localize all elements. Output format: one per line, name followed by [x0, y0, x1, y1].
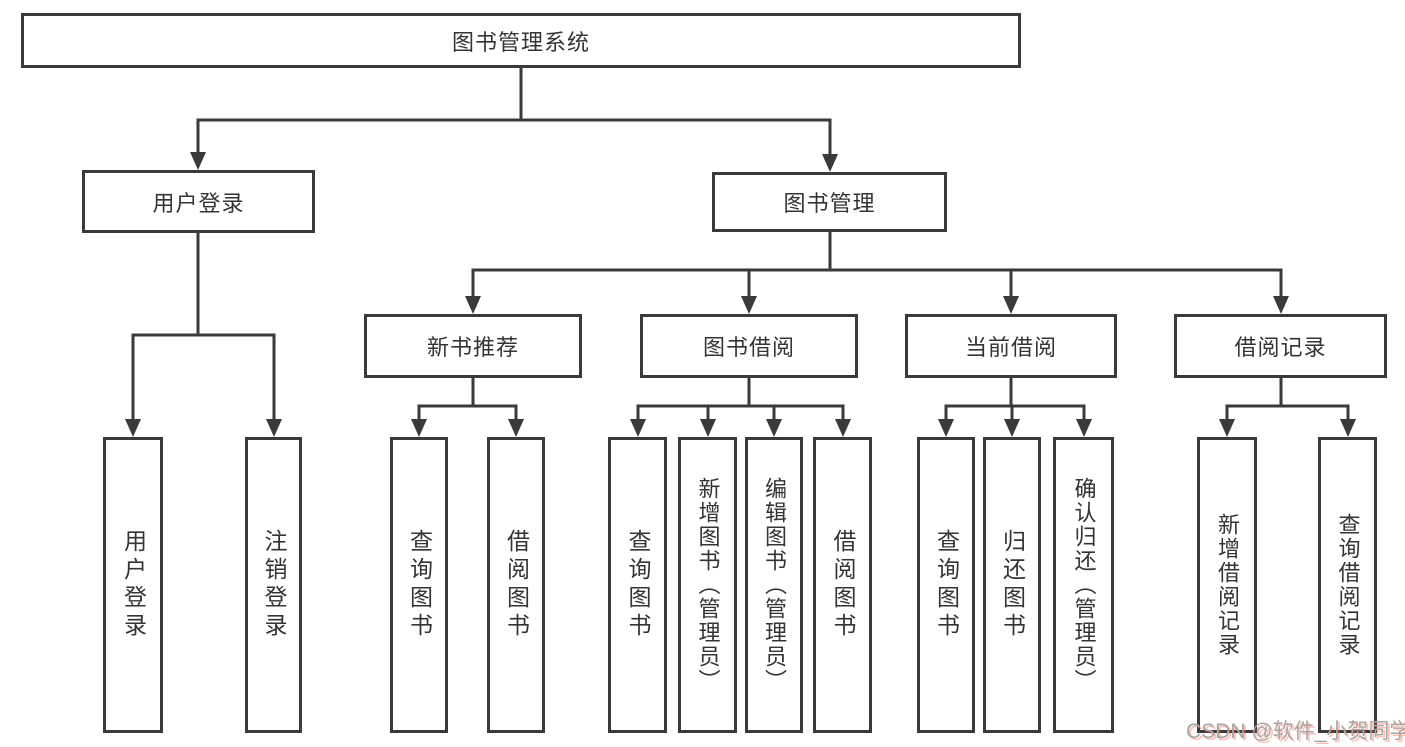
arrowhead: [822, 154, 838, 172]
node-borrow-records: 借阅记录: [1174, 314, 1387, 378]
leaf-add-borrow-record: 新增借阅记录: [1197, 437, 1257, 733]
arrowhead: [700, 419, 716, 437]
leaf-query-books-recommend: 查询图书: [390, 437, 448, 733]
leaf-query-books-current: 查询图书: [917, 437, 975, 733]
node-current-borrow: 当前借阅: [905, 314, 1117, 378]
arrowhead: [1003, 296, 1019, 314]
leaf-return-books: 归还图书: [983, 437, 1041, 733]
arrowhead: [835, 419, 851, 437]
arrowhead: [1004, 419, 1020, 437]
leaf-query-books-borrow: 查询图书: [608, 437, 667, 733]
leaf-edit-books-admin: 编辑图书（管理员）: [745, 437, 803, 733]
arrowhead: [938, 419, 954, 437]
leaf-add-books-admin: 新增图书（管理员）: [678, 437, 737, 733]
arrowhead: [741, 296, 757, 314]
arrowhead: [1273, 296, 1289, 314]
arrowhead: [630, 419, 646, 437]
arrowhead: [266, 419, 282, 437]
arrowhead: [411, 419, 427, 437]
arrowhead: [190, 152, 206, 170]
arrowhead: [1076, 419, 1092, 437]
leaf-borrow-books: 借阅图书: [813, 437, 872, 733]
node-user-login: 用户登录: [82, 170, 315, 233]
leaf-confirm-return-admin: 确认归还（管理员）: [1053, 437, 1114, 733]
arrowhead: [508, 419, 524, 437]
leaf-user-login: 用户登录: [103, 437, 163, 733]
node-book-borrow: 图书借阅: [640, 314, 858, 378]
leaf-logout-login: 注销登录: [245, 437, 302, 733]
leaf-query-borrow-record: 查询借阅记录: [1318, 437, 1377, 733]
leaf-borrow-books-recommend: 借阅图书: [487, 437, 545, 733]
arrowhead: [125, 419, 141, 437]
arrowhead: [766, 419, 782, 437]
arrowhead: [1219, 419, 1235, 437]
node-root: 图书管理系统: [21, 13, 1021, 68]
node-new-book-recommend: 新书推荐: [364, 314, 582, 378]
arrowhead: [1340, 419, 1356, 437]
csdn-watermark: CSDN @软件_小贺同学: [1186, 720, 1405, 743]
node-book-management: 图书管理: [712, 172, 947, 232]
arrowhead: [465, 296, 481, 314]
